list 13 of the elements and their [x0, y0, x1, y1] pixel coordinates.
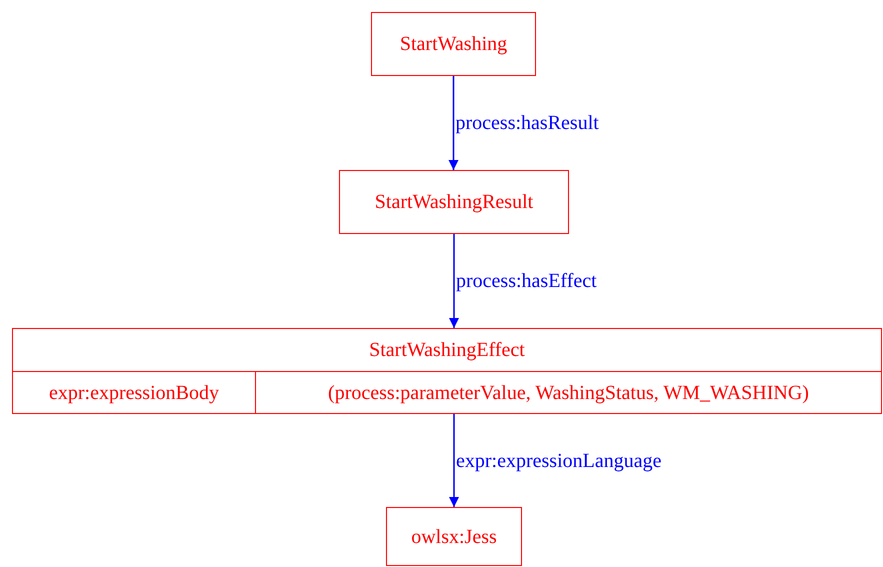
arrow: [449, 414, 459, 507]
node-box: [371, 12, 536, 76]
arrow: [448, 76, 458, 170]
node-label: (process:parameterValue, WashingStatus, WM_WASHING): [328, 380, 809, 406]
node-heading: StartWashingEffect: [369, 338, 525, 363]
node-label: expr:expressionBody: [49, 380, 219, 406]
arrow: [449, 234, 459, 328]
node-box: [339, 170, 569, 234]
node-box: [386, 507, 522, 566]
node-label: StartWashing: [400, 32, 508, 57]
table-node: [12, 328, 882, 414]
node-label: owlsx:Jess: [411, 524, 497, 550]
node-label: StartWashingResult: [374, 190, 534, 215]
